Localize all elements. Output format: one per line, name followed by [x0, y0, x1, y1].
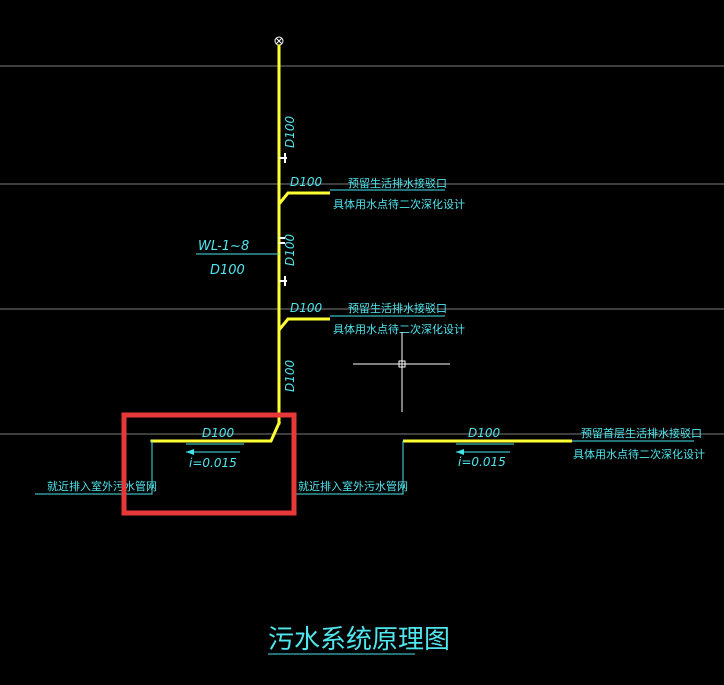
branch-pipes — [277, 191, 572, 443]
branch-note-line1: 预留生活排水接驳口 — [348, 176, 447, 190]
cleanout-marks — [279, 153, 287, 286]
outlet-end-note-line1: 预留首层生活排水接驳口 — [581, 426, 702, 440]
riser-pipe-label: WL-1~8 — [198, 239, 249, 254]
outlet-end-note-line2: 具体用水点待二次深化设计 — [573, 447, 705, 461]
diagram-title: 污水系统原理图 — [268, 625, 450, 655]
outlet-size-label: D100 — [202, 426, 235, 440]
highlight-box — [121, 412, 297, 516]
riser-pipe — [150, 44, 281, 443]
discharge-lines — [35, 441, 404, 495]
outlet-size-label: D100 — [468, 426, 501, 440]
vent-cap-icon — [274, 36, 284, 46]
riser-segment-label: D100 — [283, 233, 297, 266]
slope-arrow-icon — [186, 449, 464, 455]
branch-note-line2: 具体用水点待二次深化设计 — [333, 322, 465, 336]
branch-size-label: D100 — [290, 301, 323, 315]
branch-pipe-upper — [277, 191, 330, 205]
outlet-slope-label: i=0.015 — [458, 455, 506, 469]
outlet-discharge-note: 就近排入室外污水管网 — [47, 479, 157, 493]
annotation-leaders — [186, 189, 694, 655]
crosshair-cursor-icon — [353, 332, 450, 412]
outlet-slope-label: i=0.015 — [189, 456, 237, 470]
branch-note-line1: 预留生活排水接驳口 — [348, 301, 447, 315]
floor-lines — [0, 65, 724, 435]
branch-size-label: D100 — [290, 175, 323, 189]
riser-pipe-size: D100 — [210, 263, 245, 278]
outlet-discharge-note: 就近排入室外污水管网 — [298, 479, 408, 493]
branch-note-line2: 具体用水点待二次深化设计 — [333, 197, 465, 211]
riser-segment-label: D100 — [283, 115, 297, 148]
riser-segment-label: D100 — [283, 359, 297, 392]
branch-pipe-lower — [277, 317, 330, 331]
